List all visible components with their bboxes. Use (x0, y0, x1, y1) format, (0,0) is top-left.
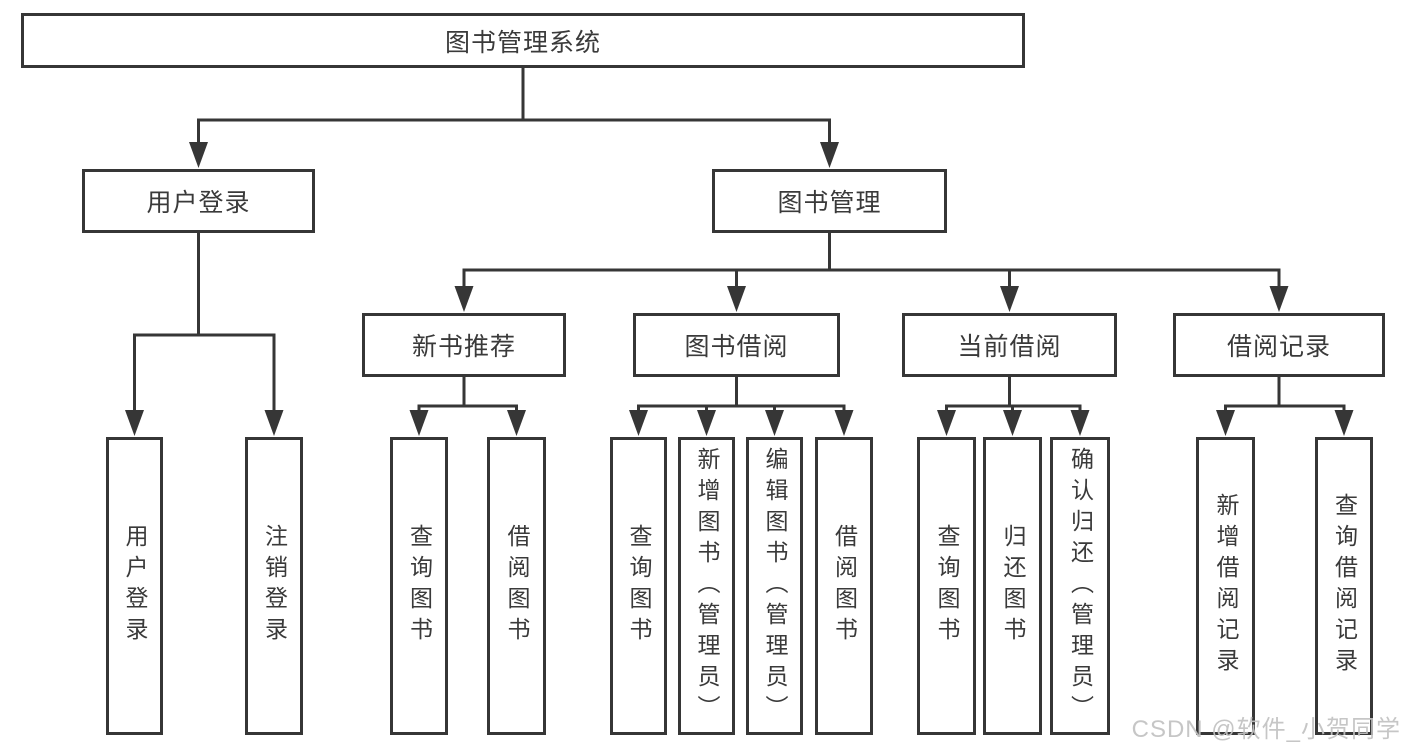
watermark: CSDN @软件_小贺同学 (1131, 716, 1401, 743)
leaf-borrow-books-2: 借阅图书 (815, 437, 873, 735)
leaf-return-books: 归还图书 (983, 437, 1042, 735)
leaf-add-books-admin: 新增图书（管理员） (678, 437, 735, 735)
node-current-borrowing: 当前借阅 (902, 313, 1117, 377)
node-book-borrowing: 图书借阅 (633, 313, 840, 377)
leaf-query-books-2: 查询图书 (610, 437, 667, 735)
leaf-confirm-return-admin: 确认归还（管理员） (1050, 437, 1110, 735)
node-user-login: 用户登录 (82, 169, 315, 233)
leaf-query-books-1: 查询图书 (390, 437, 448, 735)
node-library-management-system: 图书管理系统 (21, 13, 1025, 68)
leaf-query-books-3: 查询图书 (917, 437, 976, 735)
node-book-management: 图书管理 (712, 169, 947, 233)
node-borrowing-records: 借阅记录 (1173, 313, 1385, 377)
leaf-edit-books-admin: 编辑图书（管理员） (746, 437, 803, 735)
leaf-borrow-books-1: 借阅图书 (487, 437, 546, 735)
leaf-logout: 注销登录 (245, 437, 303, 735)
leaf-query-borrow-record: 查询借阅记录 (1315, 437, 1373, 735)
leaf-add-borrow-record: 新增借阅记录 (1196, 437, 1255, 735)
node-new-book-recommend: 新书推荐 (362, 313, 566, 377)
leaf-user-login: 用户登录 (106, 437, 163, 735)
